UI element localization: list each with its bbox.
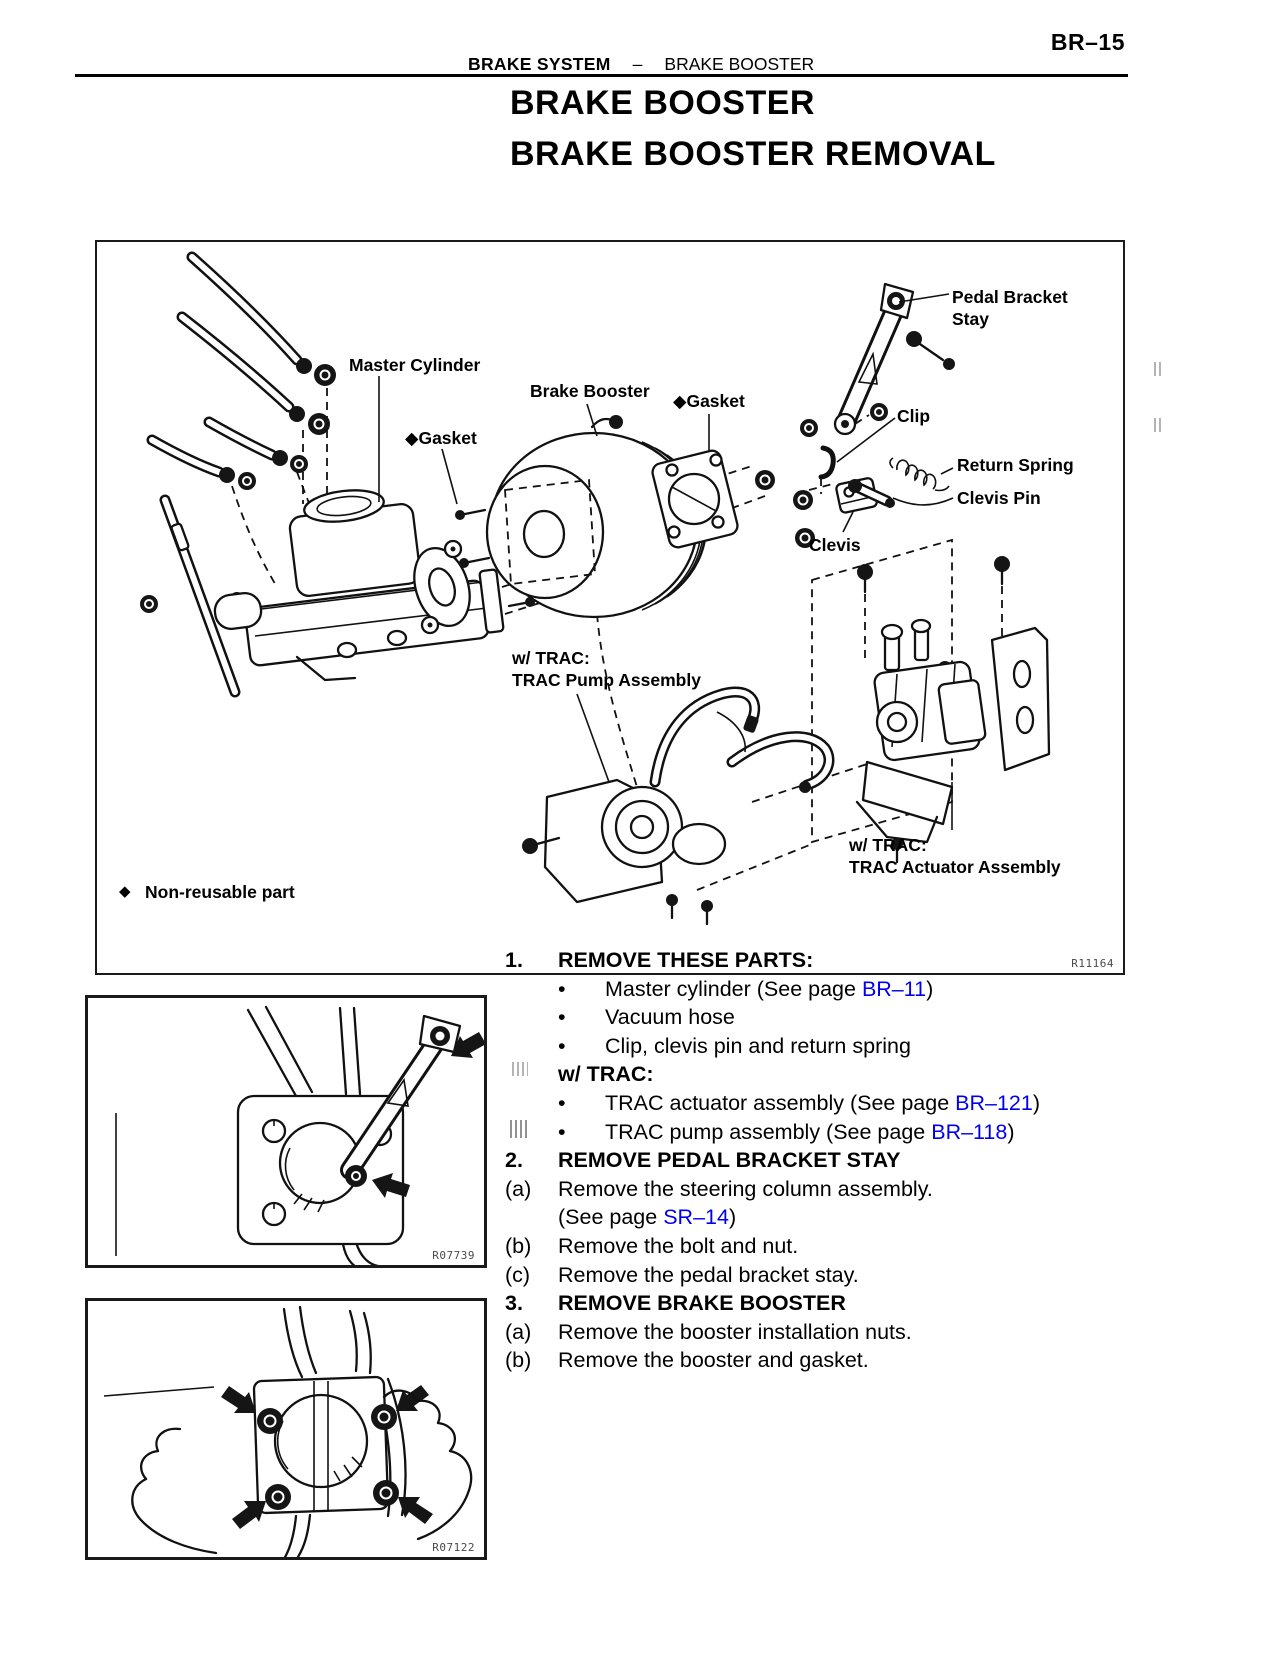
- instruction-list: 1. REMOVE THESE PARTS: • Master cylinder…: [505, 946, 1175, 1375]
- trac-pump-drawing: [522, 686, 835, 926]
- leader-lines: [378, 293, 954, 830]
- gasket-left-drawing: [413, 539, 471, 635]
- bullet-icon: •: [558, 976, 566, 1001]
- figure-code: R07122: [432, 1541, 475, 1554]
- gasket-right-drawing: [651, 449, 739, 549]
- link-br-121[interactable]: BR–121: [955, 1090, 1033, 1115]
- pedal-bracket-stay-drawing: [833, 282, 955, 436]
- scan-artifact: [512, 1062, 528, 1076]
- subheading-w-trac: w/ TRAC:: [558, 1062, 654, 1087]
- substep-2b: (b) Remove the bolt and nut.: [505, 1233, 799, 1258]
- column-rods: [246, 1005, 379, 1265]
- label-clip: Clip: [897, 406, 931, 426]
- non-reusable-note: ◆ Non-reusable part: [119, 882, 295, 902]
- breadcrumb-separator: –: [632, 54, 643, 74]
- label-gasket-right: ◆Gasket: [673, 391, 745, 411]
- substep-2a: (a) Remove the steering column assembly.: [505, 1176, 933, 1201]
- page-subtitle: BRAKE BOOSTER REMOVAL: [510, 135, 996, 173]
- clip-drawing: [818, 445, 836, 480]
- link-sr-14[interactable]: SR–14: [663, 1205, 729, 1230]
- breadcrumb-section: BRAKE SYSTEM: [468, 54, 611, 74]
- scan-artifact: [1154, 362, 1162, 376]
- substep-3b: (b) Remove the booster and gasket.: [505, 1348, 869, 1373]
- bullet-trac-pump: • TRAC pump assembly (See page BR–118): [505, 1118, 1175, 1147]
- scan-artifact: [1154, 418, 1162, 432]
- booster-nuts-drawing: [103, 1305, 473, 1557]
- label-gasket-left: ◆Gasket: [405, 428, 477, 448]
- bullet-vacuum-hose: • Vacuum hose: [505, 1003, 1175, 1032]
- mounting-nuts-drawing: [755, 403, 888, 548]
- label-clevis: Clevis: [809, 535, 861, 555]
- page-title: BRAKE BOOSTER: [510, 84, 815, 122]
- link-br-11[interactable]: BR–11: [861, 976, 927, 1001]
- substep-3a: (a) Remove the booster installation nuts…: [505, 1319, 912, 1344]
- pedal-stay-drawing: [115, 1005, 484, 1265]
- scan-artifact: [510, 1120, 528, 1138]
- bullet-master-cylinder: • Master cylinder (See page BR–11): [505, 975, 1175, 1004]
- label-pedal-bracket-stay: Pedal Bracket Stay: [952, 287, 1068, 329]
- bullet-icon: •: [558, 1119, 566, 1144]
- label-trac-actuator: w/ TRAC: TRAC Actuator Assembly: [849, 835, 1061, 877]
- substep-2a-cont: (See page SR–14): [558, 1205, 737, 1230]
- trac-actuator-drawing: [855, 556, 1051, 864]
- figure-code: R11164: [1071, 957, 1114, 970]
- return-spring-drawing: [889, 457, 950, 492]
- clevis-pin-drawing: [848, 479, 895, 508]
- booster-nuts-figure: R07122: [85, 1298, 487, 1560]
- exploded-view-drawing: [140, 251, 1051, 926]
- breadcrumb: BRAKE SYSTEM – BRAKE BOOSTER: [468, 54, 814, 75]
- bullet-trac-actuator: • TRAC actuator assembly (See page BR–12…: [505, 1089, 1175, 1118]
- brake-hoses-drawing: [146, 251, 336, 490]
- figure-code: R07739: [432, 1249, 475, 1262]
- step-1-heading: 1. REMOVE THESE PARTS:: [505, 948, 814, 972]
- label-clevis-pin: Clevis Pin: [957, 488, 1041, 508]
- pointer-arrows: [221, 1385, 433, 1529]
- page-number: BR–15: [1050, 29, 1125, 55]
- pedal-stay-figure: R07739: [85, 995, 487, 1268]
- bullet-icon: •: [558, 1090, 566, 1115]
- installation-nuts: [257, 1404, 399, 1510]
- breadcrumb-subsection: BRAKE BOOSTER: [664, 54, 815, 74]
- header-rule: [75, 74, 1128, 77]
- label-master-cylinder: Master Cylinder: [349, 355, 481, 375]
- bullet-icon: •: [558, 1005, 566, 1030]
- link-br-118[interactable]: BR–118: [931, 1119, 1008, 1144]
- hands-outline: [131, 1389, 473, 1555]
- brake-booster-drawing: [455, 415, 708, 619]
- master-cylinder-drawing: [213, 489, 535, 682]
- step-3-heading: 3. REMOVE BRAKE BOOSTER: [505, 1291, 846, 1316]
- mounting-plate: [236, 1094, 405, 1246]
- substep-2c: (c) Remove the pedal bracket stay.: [505, 1262, 859, 1287]
- label-return-spring: Return Spring: [957, 455, 1074, 475]
- diamond-icon: ◆: [119, 883, 131, 900]
- stay-arm: [340, 1014, 462, 1187]
- pointer-arrows: [372, 1032, 484, 1198]
- label-trac-pump: w/ TRAC: TRAC Pump Assembly: [512, 648, 701, 690]
- bullet-clip-clevis: • Clip, clevis pin and return spring: [505, 1032, 1175, 1061]
- exploded-view-figure: Pedal Bracket Stay Master Cylinder Brake…: [95, 240, 1125, 975]
- booster-back-plate: [252, 1375, 390, 1515]
- bullet-icon: •: [558, 1033, 566, 1058]
- label-brake-booster: Brake Booster: [530, 381, 650, 401]
- step-2-heading: 2. REMOVE PEDAL BRACKET STAY: [505, 1148, 901, 1173]
